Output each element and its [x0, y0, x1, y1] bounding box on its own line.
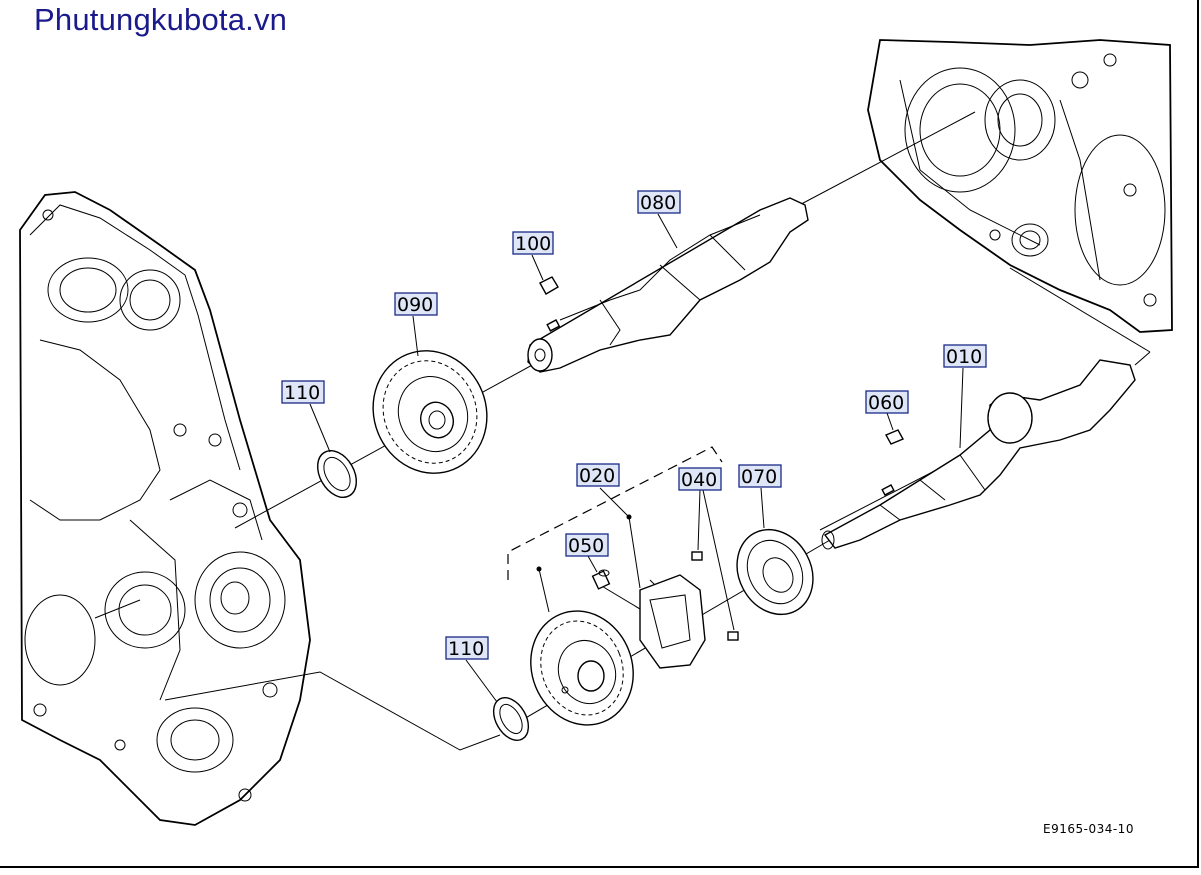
key-060 [885, 429, 904, 445]
label-070: 070 [738, 464, 782, 488]
svg-text:050: 050 [568, 535, 604, 557]
label-090: 090 [394, 292, 438, 316]
label-100: 100 [512, 231, 554, 255]
label-060: 060 [865, 390, 909, 414]
label-020: 020 [576, 463, 620, 487]
shaft-010 [821, 359, 1136, 550]
thrust-washer-upper [316, 450, 358, 498]
camshaft-upper [527, 197, 809, 373]
key-100 [539, 276, 559, 295]
label-040: 040 [678, 467, 722, 491]
gear-020 [530, 610, 634, 726]
svg-text:080: 080 [640, 192, 676, 214]
svg-text:090: 090 [397, 294, 433, 316]
svg-text:010: 010 [946, 346, 982, 368]
engine-block-housing [867, 39, 1173, 333]
svg-text:060: 060 [868, 392, 904, 414]
gear-hub-plate [639, 574, 706, 669]
label-leaders [309, 213, 964, 703]
brand-watermark: Phutungkubota.vn [34, 2, 288, 37]
label-110-upper: 110 [281, 380, 325, 404]
label-010: 010 [943, 344, 987, 368]
seal-070 [736, 528, 814, 616]
pin-050 [591, 569, 611, 590]
gear-case-housing [19, 191, 311, 826]
svg-text:040: 040 [681, 469, 717, 491]
drawing-code: E9165-034-10 [1043, 822, 1134, 836]
label-080: 080 [637, 190, 681, 214]
bolt-040 [691, 551, 739, 641]
label-110-lower: 110 [445, 636, 489, 660]
label-050: 050 [565, 533, 609, 557]
svg-text:110: 110 [448, 638, 484, 660]
svg-text:070: 070 [741, 466, 777, 488]
svg-text:100: 100 [515, 233, 551, 255]
thrust-washer-lower [492, 697, 530, 741]
svg-text:020: 020 [579, 465, 615, 487]
gear-090 [372, 350, 488, 474]
svg-text:110: 110 [284, 382, 320, 404]
